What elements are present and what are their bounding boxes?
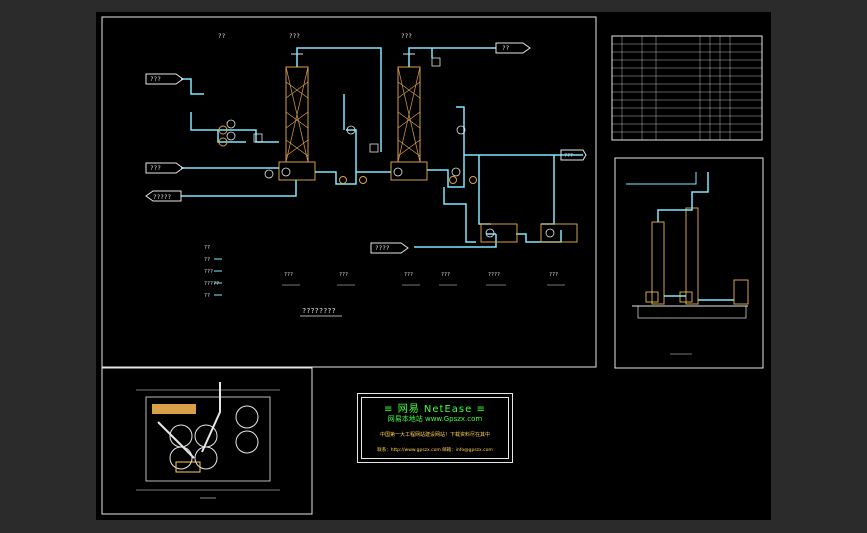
- watermark-site: 网易本地站 www.Gpszx.com: [387, 415, 483, 423]
- stream-arrow-in-1: [145, 73, 184, 85]
- watermark-slogan: 中国第一大工程网站建设网站！下载资料尽在其中: [379, 432, 490, 438]
- column1-tag: ???: [289, 33, 300, 40]
- equipment-label: ???: [284, 272, 293, 278]
- watermark-contact: 联系：http://www.gpszx.com 邮箱：info@gpszx.co…: [377, 448, 493, 453]
- process-pipes: [181, 47, 583, 248]
- instrument-icon: [226, 57, 466, 179]
- stream-arrow-bottom: [370, 242, 409, 254]
- legend-item: ???: [204, 269, 213, 275]
- stream-label-out-3: ?????: [153, 194, 171, 201]
- stream-label-top-right: ??: [502, 45, 510, 52]
- pump-icon: [218, 125, 477, 184]
- equipment-label: ???: [404, 272, 413, 278]
- legend-item: ?????: [204, 281, 219, 287]
- elevation-view-frame: [614, 157, 764, 369]
- process-flow-diagram: ??? ??? ????? ???? ?? ??? ??? ??? ??: [145, 33, 587, 317]
- netease-watermark: ≡ 网易 NetEase ≡ 网易本地站 www.Gpszx.com 中国第一大…: [357, 393, 513, 463]
- legend-item: ??: [204, 257, 210, 263]
- equipment-table-frame: [611, 35, 763, 141]
- diagram-caption: ????????: [302, 307, 336, 315]
- equipment-label: ???: [441, 272, 450, 278]
- stream-label-mid-right: ???: [564, 153, 573, 159]
- absorption-column-2: [390, 53, 428, 181]
- legend-item: ??: [204, 293, 210, 299]
- stream-arrow-mid-right: [560, 149, 587, 161]
- legend-item: ??: [204, 245, 210, 251]
- storage-tank-1: [480, 223, 518, 243]
- process-flow-frame: [101, 16, 597, 368]
- plan-view: [136, 382, 280, 499]
- watermark-title: ≡ 网易 NetEase ≡: [384, 404, 486, 415]
- stream-arrow-out-3: [145, 190, 182, 202]
- stream-arrows: [145, 42, 587, 254]
- plan-view-frame: [101, 367, 313, 515]
- equipment-labels: ??? ??? ??? ??? ???? ???: [282, 272, 565, 286]
- stream-arrow-in-2: [145, 162, 184, 174]
- watermark-inner-border: [361, 397, 509, 459]
- top-left-tag: ??: [218, 33, 226, 40]
- storage-tank-2: [540, 223, 578, 243]
- absorption-column-1: [278, 53, 316, 181]
- elevation-view: [626, 172, 749, 355]
- legend: ?? ?? ??? ????? ??: [204, 245, 222, 299]
- equipment-label: ???: [339, 272, 348, 278]
- stream-label-in-1: ???: [150, 76, 161, 83]
- cad-drawing: ??? ??? ????? ???? ?? ??? ??? ??? ??: [101, 16, 764, 515]
- column2-tag: ???: [401, 33, 412, 40]
- equipment-label: ????: [488, 272, 500, 278]
- stream-label-in-2: ???: [150, 165, 161, 172]
- equipment-table: [612, 36, 762, 140]
- stream-arrow-top-right: [495, 42, 531, 54]
- equipment-label: ???: [549, 272, 558, 278]
- stream-label-bottom: ????: [375, 245, 390, 252]
